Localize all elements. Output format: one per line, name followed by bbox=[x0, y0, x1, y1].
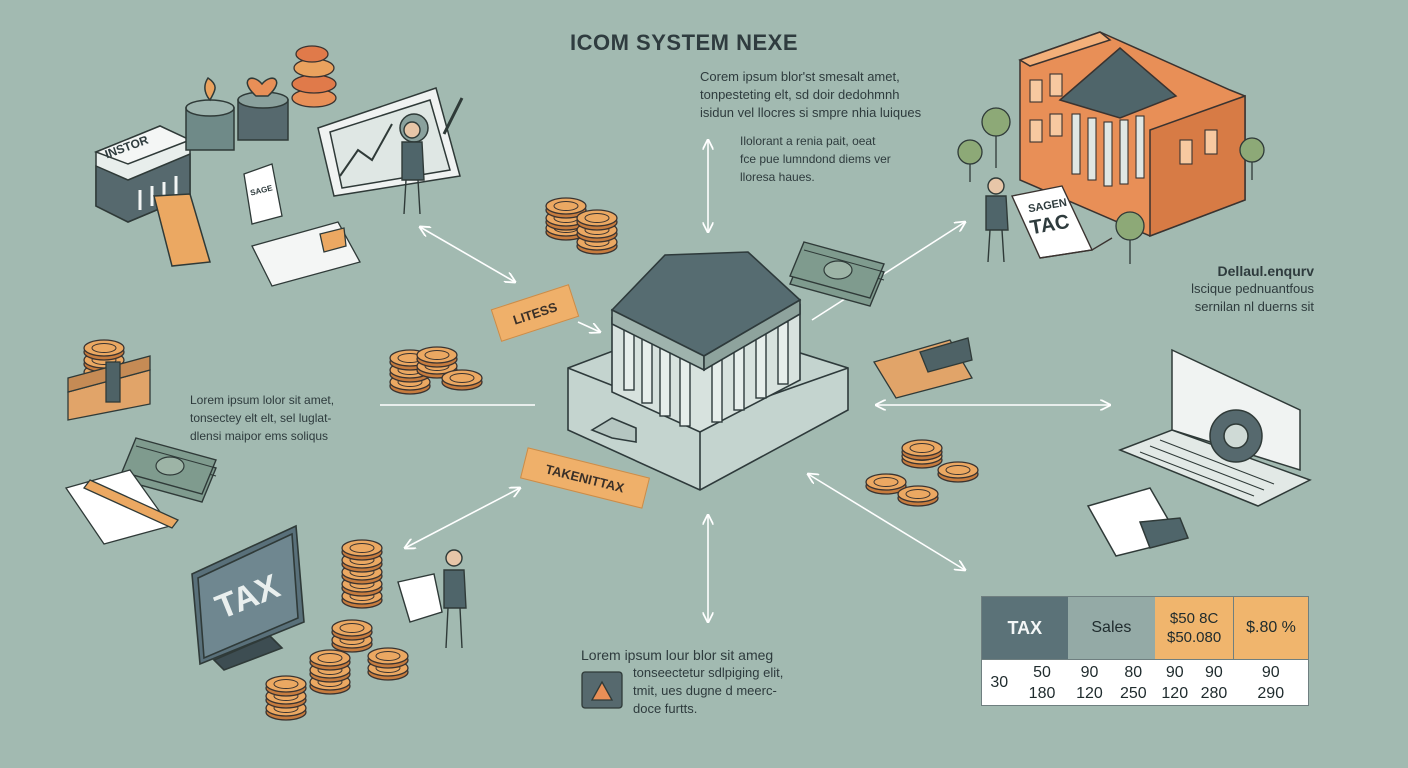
right-paragraph: Dellaul.enqurv lscique pednuantfous sern… bbox=[1150, 262, 1314, 316]
cell-value: 90 bbox=[1080, 663, 1099, 681]
table-header-line: $50 8C bbox=[1169, 610, 1219, 627]
coin-stack-top-center bbox=[545, 197, 618, 255]
text-line: isidun vel llocres si smpre nhia luiques bbox=[700, 105, 922, 120]
chart-panel bbox=[317, 87, 464, 197]
cell-value: 80 bbox=[1124, 663, 1143, 681]
table-cell: 90 280 bbox=[1194, 660, 1233, 706]
bill-bundle-left bbox=[67, 355, 151, 421]
text-line: lscique pednuantfous bbox=[1191, 281, 1314, 296]
documents-top-left bbox=[243, 163, 361, 287]
cell-value: 30 bbox=[990, 674, 1009, 691]
bottom-paragraph: Lorem ipsum lour blor sit ameg tonseecte… bbox=[581, 646, 783, 718]
document-icon bbox=[581, 671, 623, 709]
table-header-cell: TAX bbox=[981, 596, 1068, 660]
text-line: Corem ipsum blor'st smesalt amet, bbox=[700, 69, 900, 84]
arrow-bottom-right bbox=[808, 474, 965, 570]
cell-value: 120 bbox=[1161, 684, 1189, 702]
central-bank bbox=[567, 251, 849, 491]
arrow-bottom-left bbox=[405, 488, 520, 548]
text-line: Lorem ipsum lolor sit amet, bbox=[190, 393, 335, 407]
cell-value: 180 bbox=[1028, 684, 1056, 702]
table-cell: 30 bbox=[982, 660, 1017, 706]
flow-arrows bbox=[380, 140, 1110, 622]
text-line: tonpesteting elt, sd doir dedohmnh bbox=[700, 87, 900, 102]
top-paragraph: Corem ipsum blor'st smesalt amet, tonpes… bbox=[700, 68, 921, 122]
laptop bbox=[1086, 348, 1312, 557]
text-line: Ilolorant a renia pait, oeat bbox=[740, 134, 876, 148]
text-line: tmit, ues dugne d meerc- bbox=[633, 683, 777, 698]
text-line: Lorem ipsum lour blor sit ameg bbox=[581, 647, 774, 663]
arrow-tag bbox=[577, 321, 600, 332]
text-line: fce pue lumndond diems ver bbox=[740, 152, 891, 166]
coin-stack-mid-left bbox=[389, 346, 483, 395]
arrow-top-right bbox=[811, 222, 965, 321]
government-building bbox=[1018, 31, 1246, 238]
cell-value: 120 bbox=[1076, 684, 1103, 702]
cell-value: 280 bbox=[1200, 684, 1228, 702]
person-bottom-left bbox=[397, 549, 467, 649]
tax-monitor bbox=[191, 524, 305, 671]
tax-sign bbox=[1010, 185, 1113, 259]
tax-table: TAX Sales $50 8C $50.080 $.80 % 30 50 18… bbox=[981, 596, 1309, 706]
table-cell: 50 180 bbox=[1016, 660, 1067, 706]
page-title: ICOM SYSTEM NEXE bbox=[570, 30, 799, 55]
table-cell: 80 250 bbox=[1111, 660, 1155, 706]
text-line: lloresa haues. bbox=[740, 170, 815, 184]
cell-value: 90 bbox=[1261, 663, 1280, 681]
top-subparagraph: Ilolorant a renia pait, oeat fce pue lum… bbox=[740, 132, 891, 186]
wallet bbox=[873, 337, 973, 399]
text-line: tonsectey elt elt, sel luglat- bbox=[190, 411, 332, 425]
coin-stack-mid-right bbox=[865, 439, 979, 507]
table-header-cell: Sales bbox=[1067, 596, 1156, 660]
pen-and-paper bbox=[64, 469, 180, 545]
cell-value: 250 bbox=[1119, 684, 1147, 702]
bill-stack-right bbox=[789, 241, 885, 307]
table-cell: 90 290 bbox=[1234, 660, 1309, 706]
cell-value: 50 bbox=[1033, 663, 1051, 681]
trees bbox=[957, 107, 1265, 264]
text-line: doce furtts. bbox=[633, 701, 698, 716]
burger-stack bbox=[291, 45, 337, 108]
table-cell: 90 120 bbox=[1155, 660, 1194, 706]
person-top-right bbox=[985, 177, 1009, 263]
text-line: tonseectetur sdlpiging elit, bbox=[633, 665, 784, 680]
cell-value: 90 bbox=[1165, 663, 1184, 681]
cell-value: 290 bbox=[1257, 684, 1285, 702]
table-cell: 90 120 bbox=[1068, 660, 1112, 706]
table-header-cell: $.80 % bbox=[1233, 596, 1309, 660]
text-line: sernilan nl duerns sit bbox=[1194, 299, 1314, 314]
text-line: dlensi maipor ems soliqus bbox=[190, 429, 329, 443]
shop-building bbox=[93, 76, 289, 267]
arrow-top-left bbox=[420, 227, 515, 282]
table-header-row: TAX Sales $50 8C $50.080 $.80 % bbox=[981, 596, 1309, 660]
cell-value: 90 bbox=[1205, 663, 1223, 681]
text-line: Dellaul.enqurv bbox=[1217, 263, 1314, 279]
left-paragraph: Lorem ipsum lolor sit amet, tonsectey el… bbox=[190, 391, 334, 445]
person-top-left bbox=[401, 121, 425, 215]
table-row: 30 50 180 90 120 80 250 90 120 90 280 90… bbox=[982, 660, 1309, 706]
table-header-line: $50.080 bbox=[1166, 629, 1222, 646]
table-header-cell: $50 8C $50.080 bbox=[1155, 596, 1234, 660]
